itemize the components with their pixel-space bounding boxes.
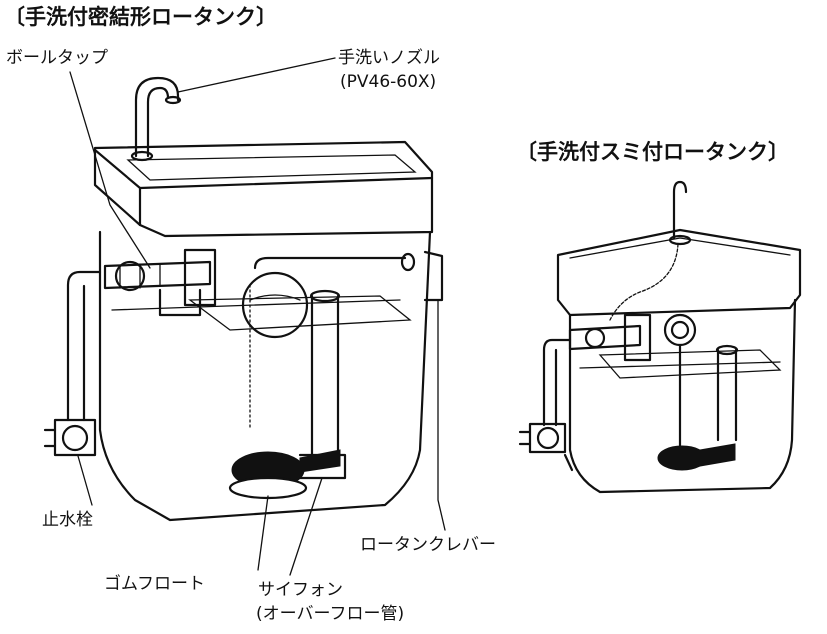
label-lever: ロータンクレバー xyxy=(360,535,496,555)
main-ball-tap xyxy=(103,260,212,290)
main-tank-lever xyxy=(423,250,444,302)
label-stop-valve: 止水栓 xyxy=(42,510,93,530)
label-overflow-pipe: (オーバーフロー管) xyxy=(256,604,405,624)
corner-tank-body xyxy=(568,298,797,494)
main-supply-pipe xyxy=(66,270,102,422)
leader-siphon xyxy=(289,477,323,576)
corner-nozzle xyxy=(672,180,688,240)
corner-supply-pipe xyxy=(542,338,572,427)
corner-tank-title: 〔手洗付スミ付ロータンク〕 xyxy=(516,140,789,164)
corner-float xyxy=(663,313,697,347)
main-tank-title: 〔手洗付密結形ロータンク〕 xyxy=(4,5,277,29)
corner-hose xyxy=(609,243,679,321)
label-rubber-float: ゴムフロート xyxy=(104,574,205,594)
corner-siphon xyxy=(716,348,738,442)
leader-stop-valve xyxy=(77,455,93,506)
corner-ball-tap xyxy=(568,324,642,351)
label-ball-tap: ボールタップ xyxy=(6,48,108,68)
leader-nozzle xyxy=(177,57,336,93)
main-tank-body xyxy=(98,230,432,522)
corner-stop-valve xyxy=(528,422,567,454)
label-siphon: サイフォン xyxy=(258,580,343,600)
corner-tank-lid xyxy=(556,228,802,317)
leader-lever xyxy=(437,299,446,531)
main-stop-valve xyxy=(53,418,97,457)
main-nozzle xyxy=(134,76,180,158)
main-tank-lid xyxy=(93,140,434,238)
corner-rubber-float xyxy=(657,445,707,471)
label-nozzle-model: (PV46-60X) xyxy=(340,72,437,92)
label-nozzle: 手洗いノズル xyxy=(338,48,440,68)
main-siphon-pipe xyxy=(310,294,340,457)
leader-rubber-float xyxy=(257,495,269,571)
main-float-ball xyxy=(241,271,309,339)
leader-ball-tap xyxy=(69,71,151,269)
